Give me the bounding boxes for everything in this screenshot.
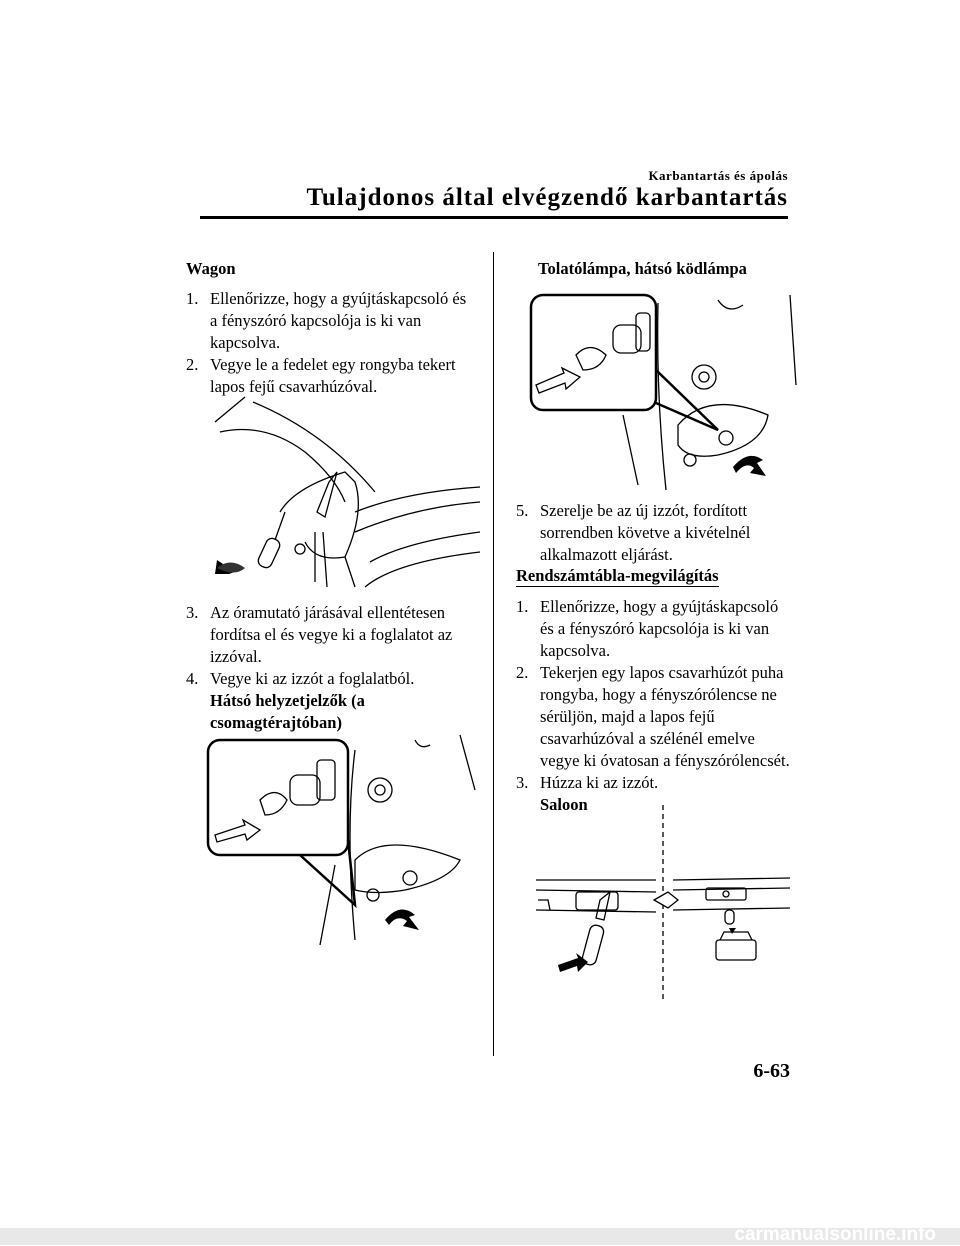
list-item: 3. Az óramutató járásával ellentétesen f… [186, 602, 476, 668]
section-heading: Rendszámtábla-megvilágítás [516, 566, 719, 587]
item-text: Az óramutató járásával ellentétesen ford… [210, 603, 453, 666]
reverse-fog-lamp-heading: Tolatólámpa, hátsó ködlámpa [538, 259, 747, 278]
item-text: Tekerjen egy lapos csavarhúzót puha rong… [540, 663, 790, 770]
cover-removal-illustration [214, 396, 481, 588]
list-item: 5. Szerelje be az új izzót, fordított so… [516, 500, 791, 566]
saloon-heading: Saloon [540, 795, 588, 814]
item-number: 4. [186, 669, 199, 688]
position-lamp-bulb-illustration [206, 734, 476, 945]
page-number: 6-63 [753, 1060, 790, 1082]
list-item: 2. Vegye le a fedelet egy rongyba tekert… [186, 354, 476, 398]
header-rule [200, 216, 788, 219]
item-number: 2. [516, 663, 529, 682]
list-item: 2. Tekerjen egy lapos csavarhúzót puha r… [516, 662, 791, 772]
list-item: 4. Vegye ki az izzót a foglalatból. [186, 668, 476, 690]
license-plate-lamp-illustration [535, 805, 791, 1000]
list-item: 3. Húzza ki az izzót. [516, 772, 791, 794]
item-number: 2. [186, 355, 199, 374]
item-text: Szerelje be az új izzót, fordított sorre… [540, 501, 751, 564]
footer-watermark: carmanualsonline.info [734, 1224, 936, 1245]
reverse-lamp-bulb-illustration [529, 293, 797, 490]
tailgate-position-lamps-heading: Hátsó helyzetjelzők (a csomagtérajtóban) [210, 691, 365, 732]
wagon-heading: Wagon [186, 259, 236, 278]
item-number: 1. [186, 289, 199, 308]
chapter-subtitle: Karbantartás és ápolás [648, 168, 788, 183]
license-plate-lamp-section: Rendszámtábla-megvilágítás [516, 566, 719, 587]
item-text: Vegye le a fedelet egy rongyba tekert la… [210, 355, 456, 396]
list-item: 1. Ellenőrizze, hogy a gyújtáskapcsoló é… [516, 596, 791, 662]
item-text: Húzza ki az izzót. [540, 773, 659, 792]
item-number: 3. [186, 603, 199, 622]
item-number: 1. [516, 597, 529, 616]
item-number: 5. [516, 501, 529, 520]
item-text: Vegye ki az izzót a foglalatból. [210, 669, 415, 688]
item-text: Ellenőrizze, hogy a gyújtáskapcsoló és a… [540, 597, 779, 660]
column-divider [493, 252, 494, 1056]
list-item: 1. Ellenőrizze, hogy a gyújtáskapcsoló é… [186, 288, 476, 354]
item-text: Ellenőrizze, hogy a gyújtáskapcsoló és a… [210, 289, 467, 352]
chapter-title: Tulajdonos által elvégzendő karbantartás [306, 184, 788, 211]
item-number: 3. [516, 773, 529, 792]
footer-bar [0, 1228, 960, 1245]
